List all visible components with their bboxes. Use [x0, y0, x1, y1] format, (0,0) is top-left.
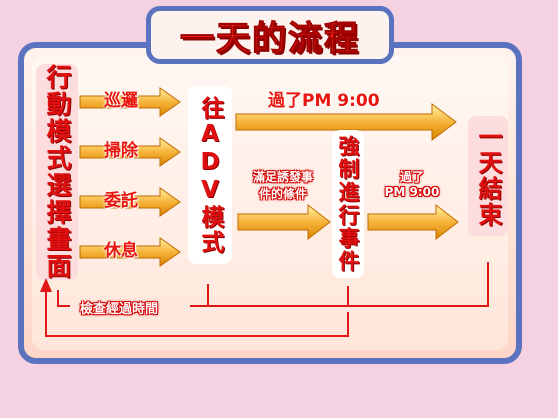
- after-pm9-top-label: 過了PM 9:00: [268, 91, 380, 111]
- diagram-title: 一天的流程: [180, 18, 360, 59]
- arrow-clean: [79, 137, 181, 167]
- return-line-main: [190, 262, 489, 307]
- node-adv-mode: 往ADV模式: [188, 86, 232, 264]
- action-rest-label: 休息: [104, 241, 138, 261]
- trigger-condition-line2: 件的條件: [258, 187, 307, 201]
- action-patrol-label: 巡邏: [104, 91, 138, 111]
- trigger-condition-label: 滿足誘發事 件的條件: [238, 168, 328, 202]
- after-pm9-mid-line1: 過了: [399, 170, 424, 184]
- arrow-after-pm9-mid: [367, 203, 459, 241]
- node-forced-event-label: 強制進行事件: [336, 135, 360, 273]
- after-pm9-mid-label: 過了 PM 9:00: [372, 168, 452, 199]
- node-action-select-label: 行動模式選擇畫面: [43, 64, 72, 280]
- trigger-condition-line1: 滿足誘發事: [252, 170, 313, 184]
- arrow-trigger: [237, 203, 331, 241]
- arrow-request: [79, 187, 181, 217]
- title-box: 一天的流程: [146, 6, 394, 64]
- arrow-patrol: [79, 87, 181, 117]
- action-clean-label: 掃除: [104, 141, 138, 161]
- after-pm9-mid-line2: PM 9:00: [384, 185, 440, 199]
- return-line-inner: [57, 290, 70, 307]
- node-forced-event: 強制進行事件: [332, 130, 364, 278]
- action-request-label: 委託: [104, 191, 138, 211]
- arrow-after-pm9-top: [235, 103, 457, 141]
- return-arrowhead: [40, 278, 52, 292]
- check-time-label: 檢查經過時間: [80, 302, 159, 317]
- return-line-outer: [45, 290, 349, 337]
- node-adv-mode-label: 往ADV模式: [197, 95, 223, 255]
- node-action-select: 行動模式選擇畫面: [36, 64, 78, 280]
- arrow-rest: [79, 237, 181, 267]
- node-day-end: 一天結束: [468, 116, 508, 236]
- node-day-end-label: 一天結束: [474, 124, 502, 228]
